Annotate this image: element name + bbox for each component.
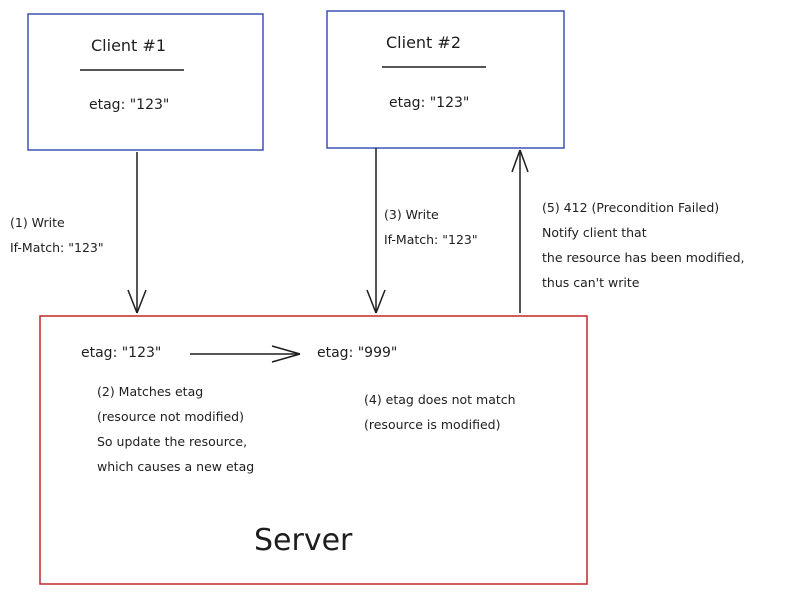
response-label: (5) 412 (Precondition Failed) Notify cli… xyxy=(542,195,745,295)
write1-label: (1) Write If-Match: "123" xyxy=(10,210,104,260)
note-match-line-2: (resource not modified) xyxy=(97,409,244,424)
response-arrow xyxy=(511,149,529,313)
write1-arrow xyxy=(127,152,147,314)
server-note-match: (2) Matches etag (resource not modified)… xyxy=(97,379,254,479)
write1-line-1: (1) Write xyxy=(10,215,65,230)
note-match-line-4: which causes a new etag xyxy=(97,459,255,474)
write2-line-2: If-Match: "123" xyxy=(384,232,478,247)
client1-box xyxy=(27,13,264,151)
client1-title: Client #1 xyxy=(91,36,166,55)
server-etag-new: etag: "999" xyxy=(317,345,398,361)
client2-etag: etag: "123" xyxy=(389,95,470,111)
server-etag-old: etag: "123" xyxy=(81,345,162,361)
note-match-line-3: So update the resource, xyxy=(97,434,248,449)
response-line-3: the resource has been modified, xyxy=(542,250,745,265)
write2-line-1: (3) Write xyxy=(384,207,439,222)
server-note-mismatch: (4) etag does not match (resource is mod… xyxy=(364,387,516,437)
write1-line-2: If-Match: "123" xyxy=(10,240,104,255)
server-title: Server xyxy=(254,523,353,558)
response-line-2: Notify client that xyxy=(542,225,647,240)
note-mismatch-line-2: (resource is modified) xyxy=(364,417,501,432)
response-line-1: (5) 412 (Precondition Failed) xyxy=(542,200,720,215)
response-line-4: thus can't write xyxy=(542,275,640,290)
note-mismatch-line-1: (4) etag does not match xyxy=(364,392,516,407)
client2-box xyxy=(326,10,565,149)
server-box xyxy=(39,315,588,585)
write2-label: (3) Write If-Match: "123" xyxy=(384,202,478,252)
etag-change-arrow xyxy=(190,345,301,363)
note-match-line-1: (2) Matches etag xyxy=(97,384,204,399)
write2-arrow xyxy=(366,148,386,314)
client2-title: Client #2 xyxy=(386,33,461,52)
client1-etag: etag: "123" xyxy=(89,97,170,113)
